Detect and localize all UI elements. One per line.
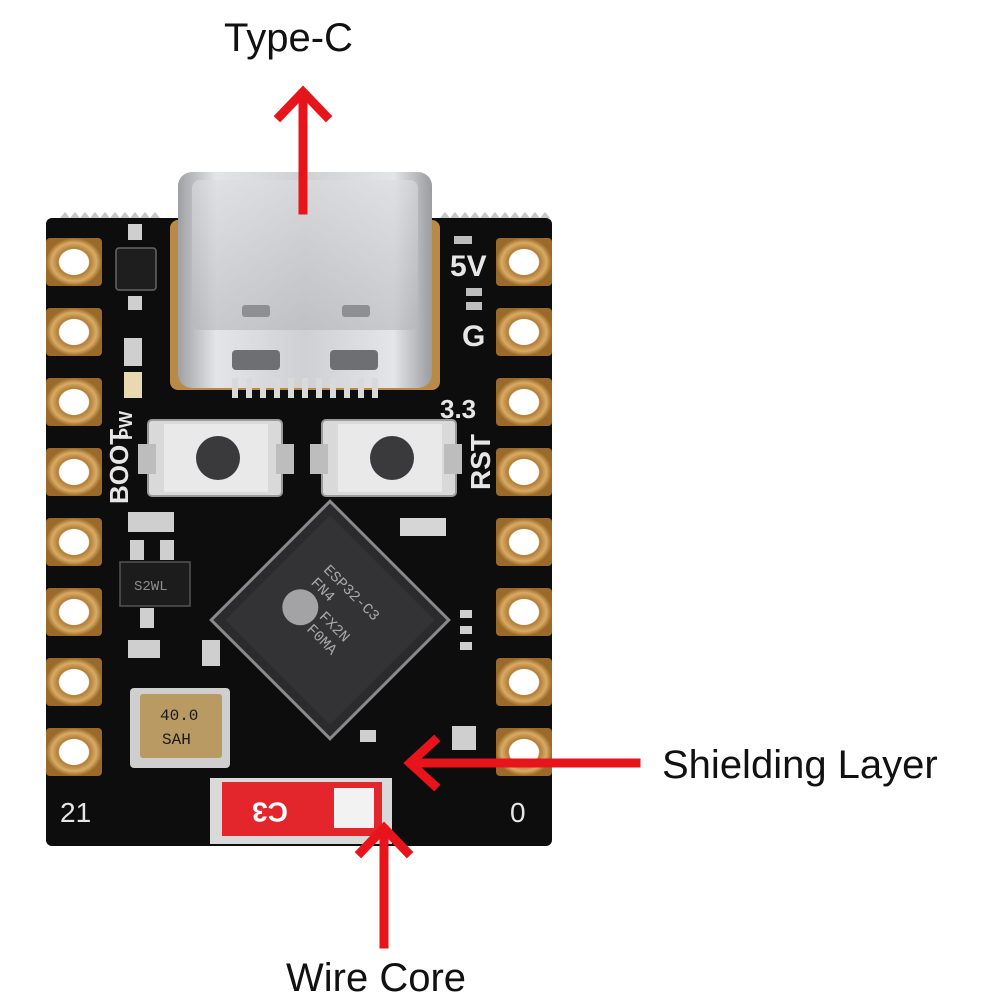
silk-pin-0: 0	[510, 797, 526, 828]
esp32-c3-chip: ESP32-C3 FN4 FX2N F0MA	[209, 499, 451, 741]
passive-components	[128, 518, 476, 750]
right-pin-pads	[496, 238, 552, 776]
ceramic-antenna: C3	[210, 778, 392, 844]
shielding-layer-label: Shielding Layer	[662, 743, 938, 787]
left-pin-pads	[46, 238, 102, 776]
crystal-marking-line-2: SAH	[162, 731, 191, 749]
arrow-wire-core	[354, 821, 414, 949]
silk-3v3: 3.3	[440, 394, 476, 424]
regulator-marking: S2WL	[134, 579, 168, 595]
reset-button[interactable]	[310, 419, 462, 497]
silk-g: G	[462, 320, 485, 353]
silk-rst: RST	[465, 434, 496, 490]
silk-5v: 5V	[450, 250, 487, 283]
diode-component	[115, 224, 157, 398]
silk-boot: BOOT	[104, 429, 134, 504]
usb-c-connector	[170, 172, 440, 398]
antenna-marking: C3	[252, 797, 288, 828]
crystal-marking-line-1: 40.0	[160, 707, 198, 725]
silk-pin-21: 21	[60, 797, 91, 828]
voltage-regulator: S2WL	[119, 512, 191, 628]
crystal-oscillator: 40.0 SAH	[130, 688, 230, 768]
boot-button[interactable]	[138, 419, 294, 497]
type-c-label: Type-C	[224, 16, 353, 60]
wire-core-label: Wire Core	[286, 956, 467, 1000]
right-small-parts	[454, 236, 482, 310]
arrow-type-c	[273, 85, 333, 215]
arrow-shielding-layer	[403, 734, 641, 792]
silk-pw: PW	[116, 411, 136, 440]
